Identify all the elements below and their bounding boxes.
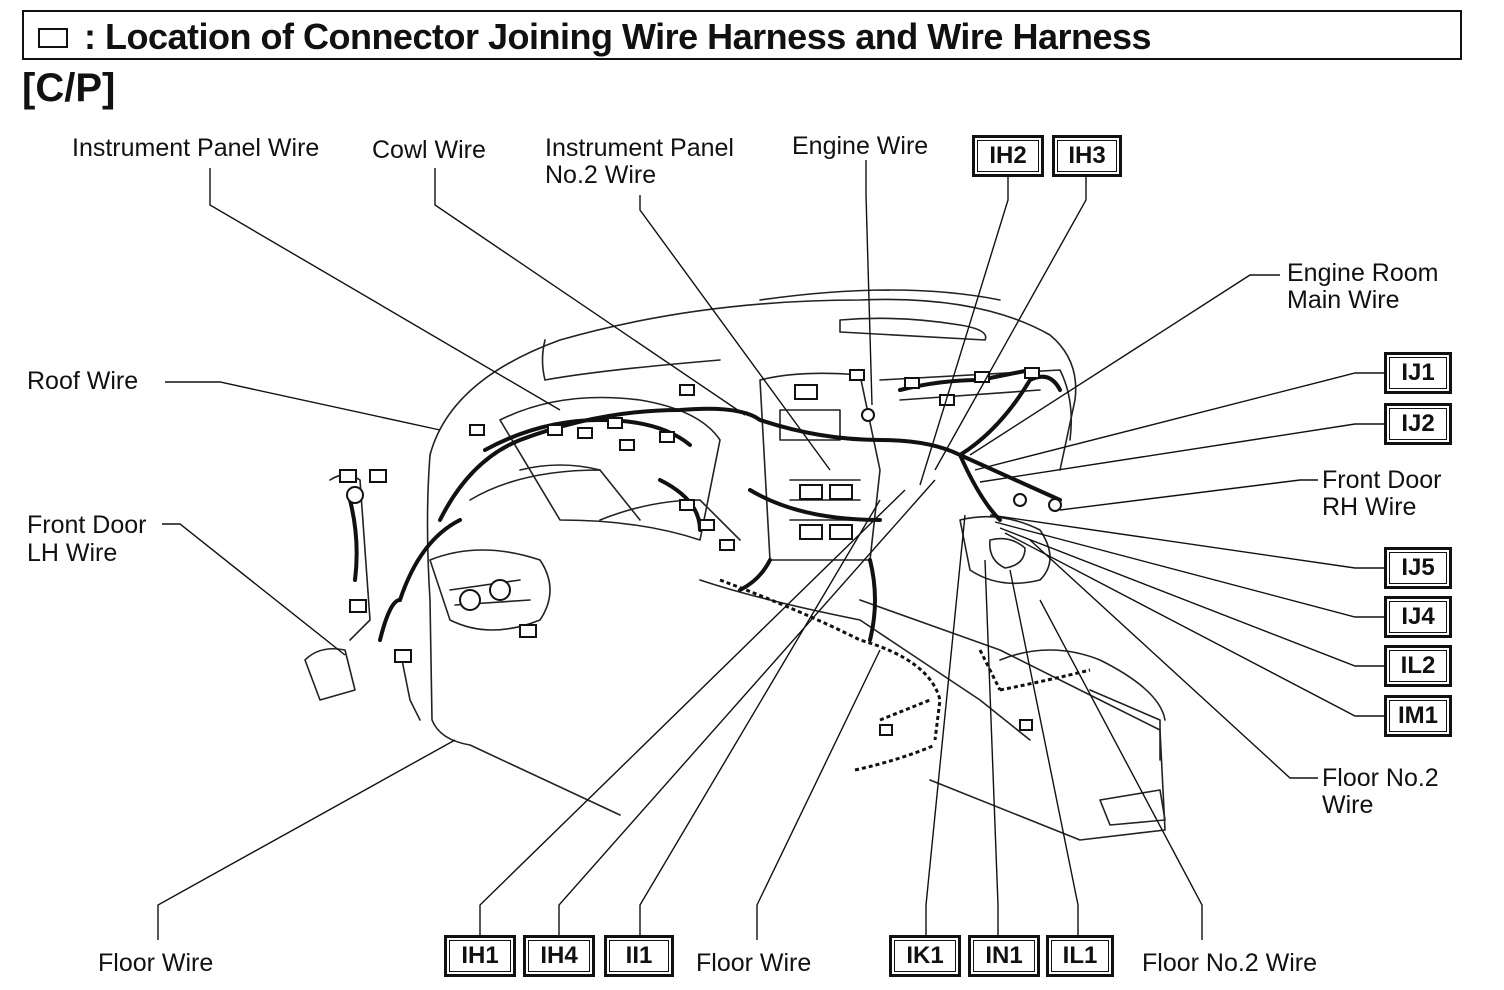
leader-front-door-rh-wire: [1059, 479, 1318, 511]
leader-cowl-wire: [434, 168, 746, 416]
connector-im1: IM1: [1384, 695, 1452, 737]
label-cowl-wire: Cowl Wire: [372, 136, 486, 164]
leader-ij4: [994, 521, 1384, 618]
leader-roof-wire: [165, 381, 441, 431]
label-engine-room-main-wire-2: Main Wire: [1287, 286, 1400, 314]
instrument-panel-harness: [438, 406, 962, 522]
leader-ih4: [558, 479, 936, 936]
connector-ij2: IJ2: [1384, 403, 1452, 445]
label-instrument-panel-no2-wire-2: No.2 Wire: [545, 161, 657, 189]
dashboard-outline: [429, 298, 1077, 471]
leader-floor-no2-wire-bottom: [1039, 599, 1203, 940]
leader-instrument-panel-wire: [209, 168, 561, 411]
connector-box-icon: [38, 28, 68, 48]
label-engine-room-main-wire-1: Engine Room: [1287, 259, 1439, 287]
leader-il1: [1009, 569, 1079, 936]
connector-ih4: IH4: [523, 935, 595, 977]
leader-ii1: [639, 499, 881, 936]
leader-ij1: [974, 372, 1384, 471]
leader-ik1: [925, 514, 966, 936]
leader-ih1: [479, 489, 906, 936]
leader-in1: [984, 559, 999, 936]
leader-ij2: [979, 423, 1384, 483]
leader-front-door-lh-wire: [162, 523, 346, 656]
connector-ik1: IK1: [889, 935, 961, 977]
label-instrument-panel-wire: Instrument Panel Wire: [72, 134, 320, 162]
label-instrument-panel-no2-wire-1: Instrument Panel: [545, 134, 734, 162]
connector-il1: IL1: [1046, 935, 1114, 977]
label-floor-no2-wire-2: Wire: [1322, 791, 1374, 819]
label-engine-wire: Engine Wire: [792, 132, 929, 160]
leader-floor-wire-left: [157, 739, 456, 940]
label-floor-wire-left: Floor Wire: [98, 949, 214, 977]
leader-ih3: [934, 177, 1087, 471]
leader-il2: [999, 527, 1384, 667]
label-floor-wire-center: Floor Wire: [696, 949, 812, 977]
connector-ih1: IH1: [444, 935, 516, 977]
leader-engine-wire: [865, 160, 873, 406]
leader-ih2: [919, 177, 1009, 486]
label-front-door-rh-wire-2: RH Wire: [1322, 493, 1417, 521]
center-console-outline: [859, 599, 1166, 841]
label-floor-no2-wire-1: Floor No.2: [1322, 764, 1439, 792]
leader-floor-no2-wire: [1029, 539, 1318, 779]
label-roof-wire: Roof Wire: [27, 367, 139, 395]
label-front-door-lh-wire-2: LH Wire: [27, 539, 118, 567]
connector-ij5: IJ5: [1384, 547, 1452, 589]
connector-ih3: IH3: [1052, 135, 1122, 177]
connector-ij1: IJ1: [1384, 352, 1452, 394]
label-front-door-lh-wire-1: Front Door: [27, 511, 147, 539]
connector-ii1: II1: [604, 935, 674, 977]
leader-instrument-panel-no2-wire: [639, 195, 831, 471]
connector-il2: IL2: [1384, 645, 1452, 687]
label-front-door-rh-wire-1: Front Door: [1322, 466, 1442, 494]
connector-ih2: IH2: [972, 135, 1044, 177]
title-bar: : Location of Connector Joining Wire Har…: [22, 10, 1462, 60]
leader-ij5: [989, 514, 1384, 569]
leader-engine-room-main-wire: [969, 274, 1280, 456]
leader-im1: [1004, 532, 1384, 717]
connector-ij4: IJ4: [1384, 596, 1452, 638]
leader-floor-wire-center: [756, 649, 881, 940]
label-floor-no2-wire-bottom: Floor No.2 Wire: [1142, 949, 1318, 977]
section-label: [C/P]: [22, 66, 116, 110]
page-title: : Location of Connector Joining Wire Har…: [84, 16, 1152, 57]
connector-in1: IN1: [968, 935, 1040, 977]
